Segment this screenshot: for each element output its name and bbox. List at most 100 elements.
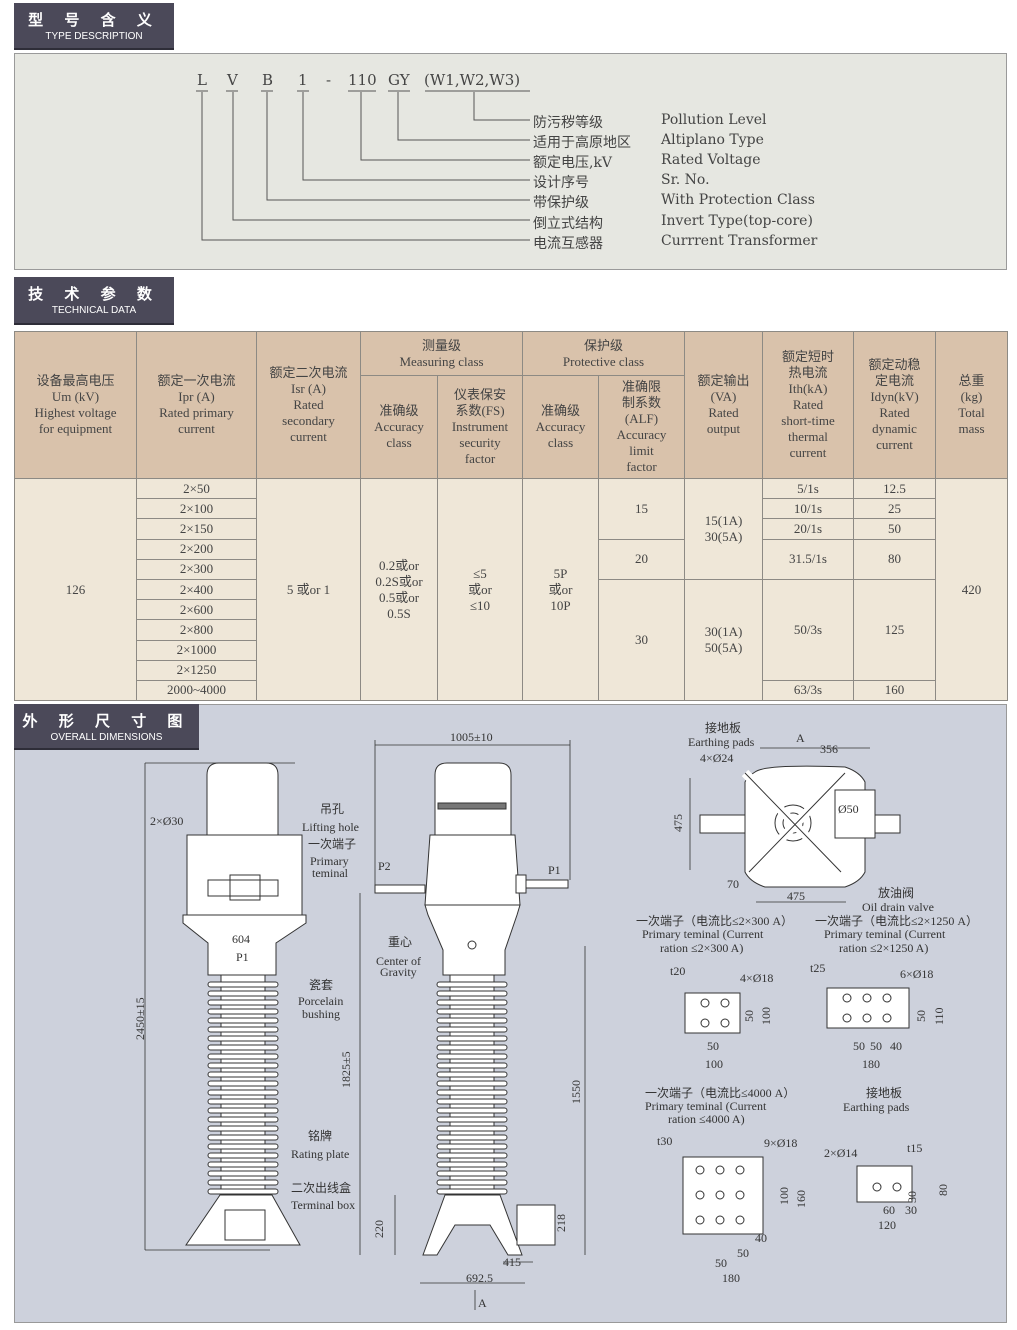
model-code-1: 1	[298, 71, 308, 89]
bolt-hole	[720, 998, 730, 1008]
header-line: 额定动稳	[868, 357, 921, 372]
type-row-en: Sr. No.	[661, 172, 710, 188]
drawing-label: 1825±5	[339, 1051, 353, 1088]
header-line: Accuracy	[535, 419, 586, 434]
bushing-rib	[207, 1062, 279, 1069]
header-line: secondary	[282, 413, 335, 428]
bushing-rib	[436, 1008, 508, 1015]
bolt-hole	[735, 1190, 745, 1200]
header-line: 系数(FS)	[455, 403, 505, 418]
type-row-zh: 适用于高原地区	[533, 135, 631, 151]
drawing-label: 415	[503, 1255, 521, 1269]
cell-ith: 10/1s	[762, 498, 855, 520]
drawing-label: Oil drain valve	[862, 900, 934, 914]
bushing-rib	[207, 981, 279, 988]
cell-output: 30(1A)50(5A)	[684, 578, 764, 702]
side-view-transformer	[182, 762, 307, 1246]
bushing-rib	[436, 1035, 508, 1042]
section-header-technical-data: 技 术 参 数 TECHNICAL DATA	[14, 277, 174, 325]
bolt-hole	[695, 1215, 705, 1225]
drawing-label: A	[796, 731, 805, 745]
table-row: 2×600	[15, 599, 1008, 621]
bushing-rib	[207, 1035, 279, 1042]
bushing-rib	[207, 1089, 279, 1096]
bolt-hole	[715, 1190, 725, 1200]
bushing-rib	[436, 999, 508, 1006]
header-line: 保护级	[584, 337, 624, 353]
cell-ith: 63/3s	[762, 679, 855, 702]
drawing-label: 重心	[388, 935, 413, 949]
section-title-en: TYPE DESCRIPTION	[45, 31, 143, 42]
cell-ipr: 2×100	[136, 498, 257, 520]
header-line: 额定二次电流	[269, 365, 348, 380]
bolt-hole	[862, 993, 872, 1003]
drawing-label: 一次端子（电流比≤2×1250 A）	[815, 914, 979, 928]
type-row-en: Currrent Transformer	[661, 233, 818, 249]
drawing-label: 放油阀	[878, 886, 915, 900]
drawing-label: bushing	[302, 1007, 341, 1021]
bushing-rib	[207, 1125, 279, 1132]
cell-ipr: 2×150	[136, 518, 257, 540]
bushing-rib	[207, 1053, 279, 1060]
bushing-rib	[207, 1008, 279, 1015]
bolt-hole	[892, 1182, 902, 1192]
drawing-label: Ø50	[838, 802, 859, 816]
header-line: current	[178, 421, 215, 436]
type-row-zh: 倒立式结构	[533, 216, 603, 232]
cell-idyn: 12.5	[853, 477, 937, 500]
cell-ipr: 2×300	[136, 558, 257, 580]
bushing-rib	[207, 1044, 279, 1051]
header-line: current	[789, 445, 827, 460]
bushing-rib	[207, 1161, 279, 1168]
cell-output-line: 30(5A)	[704, 528, 743, 544]
header-line: factor	[464, 451, 496, 466]
bushing-rib	[436, 1134, 508, 1141]
bushing-rib	[436, 1143, 508, 1150]
drawing-label: 180	[722, 1271, 740, 1285]
bushing-rib	[436, 981, 508, 988]
header-line: Accuracy	[616, 427, 667, 442]
type-row-en: Altiplano Type	[661, 132, 764, 148]
drawing-label: 一次端子（电流比≤4000 A）	[645, 1086, 796, 1100]
drawing-label: 4×Ø18	[740, 971, 774, 985]
cell-output: 15(1A)30(5A)	[684, 478, 764, 580]
header-line: Isr (A)	[290, 381, 326, 396]
cell-alf: 20	[597, 538, 686, 580]
cell-idyn: 25	[853, 498, 937, 520]
drawing-label: 475	[787, 889, 805, 903]
drawing-label: 30	[905, 1191, 919, 1203]
bushing-rib	[207, 1080, 279, 1087]
drawing-label: Primary teminal (Current	[645, 1099, 767, 1113]
drawing-label: 80	[936, 1184, 950, 1196]
header-line: Accuracy	[374, 419, 424, 434]
cell-ipr: 2000~4000	[136, 679, 257, 702]
cell-idyn: 160	[853, 679, 937, 702]
header-line: Ith(kA)	[788, 381, 828, 396]
front-view-transformer	[374, 762, 569, 1256]
header-line: 总重	[958, 373, 985, 388]
header-line: (kg)	[960, 389, 983, 404]
drawing-label: 1005±10	[450, 730, 493, 744]
drawing-label: 692.5	[466, 1271, 493, 1285]
bolt-hole	[862, 1013, 872, 1023]
drawing-label: Gravity	[380, 965, 417, 979]
bushing-rib	[207, 1071, 279, 1078]
bushing-rib	[207, 1098, 279, 1105]
header-line: short-time	[781, 413, 835, 428]
drawing-label: Primary teminal (Current	[824, 927, 946, 941]
drawing-label: Primary	[310, 854, 349, 868]
cell-p-acc-line: 5P	[553, 565, 568, 581]
bushing-rib	[207, 990, 279, 997]
cell-ipr: 2×200	[136, 538, 257, 560]
type-row-en: Invert Type(top-core)	[661, 213, 813, 229]
header-line: 测量级	[421, 337, 461, 353]
header-line: factor	[626, 459, 657, 474]
drawing-label: 100	[705, 1057, 723, 1071]
